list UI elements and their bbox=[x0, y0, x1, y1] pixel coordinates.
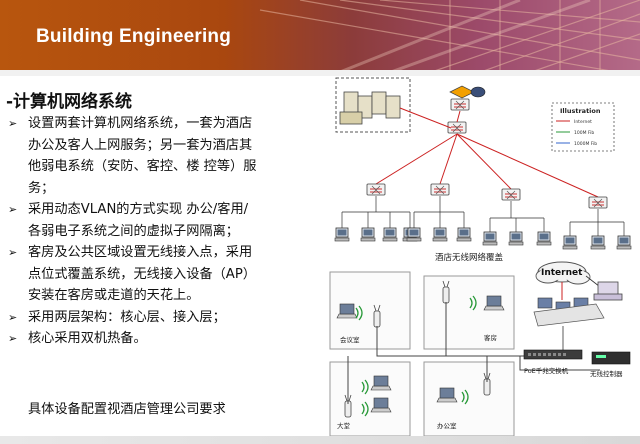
bullet-item: ➢ 设置两套计算机网络系统，一套为酒店办公及客人上网服务；另一套为酒店其他弱电系统… bbox=[6, 113, 284, 199]
laptop-icon bbox=[436, 387, 458, 403]
bullet-line: 核心采用双机热备。 bbox=[28, 331, 147, 346]
banner-structure-graphic bbox=[259, 0, 640, 76]
pc-icon bbox=[536, 231, 552, 246]
pc-icon bbox=[616, 235, 632, 250]
laptop-icon bbox=[370, 397, 392, 413]
bullet-item: ➢ 客房及公共区域设置无线接入点，采用点位式覆盖系统，无线接入设备（AP） 安装在客… bbox=[6, 242, 284, 307]
bullet-line: 他弱电系统（安防、客控、楼 控等）服 bbox=[28, 159, 257, 174]
arrow-bullet-icon: ➢ bbox=[8, 117, 18, 130]
internet-label: Internet bbox=[541, 268, 583, 278]
pc-icon bbox=[334, 227, 350, 242]
room-label: 客房 bbox=[484, 333, 497, 342]
server-icon bbox=[593, 281, 623, 301]
pc-icon bbox=[508, 231, 524, 246]
bullet-line: 务； bbox=[28, 180, 55, 196]
laptop-icon bbox=[370, 375, 392, 391]
laptop-icon bbox=[336, 303, 358, 319]
bullet-item: ➢ 核心采用双机热备。 bbox=[6, 328, 284, 350]
bullet-line: 采用动态VLAN的方式实现 办公/客用/ bbox=[28, 202, 249, 217]
footnote-text: 具体设备配置视酒店管理公司要求 bbox=[28, 402, 226, 417]
pc-icon bbox=[432, 227, 448, 242]
access-switch-icon bbox=[366, 183, 386, 196]
access-switch-icon bbox=[501, 188, 521, 201]
header-banner: Building Engineering bbox=[0, 0, 640, 76]
room-guest bbox=[423, 275, 515, 350]
arrow-bullet-icon: ➢ bbox=[8, 203, 18, 216]
fiber-links bbox=[375, 107, 599, 198]
pc-icon bbox=[456, 227, 472, 242]
server-group-box bbox=[335, 77, 411, 133]
bullet-item: ➢ 采用两层架构：核心层、接入层； bbox=[6, 307, 284, 329]
bullet-line: 点位式覆盖系统，无线接入设备（AP） bbox=[28, 266, 256, 282]
section-title: -计算机网络系统 bbox=[6, 92, 133, 112]
legend-item: 1000M Fib bbox=[574, 141, 597, 147]
bullet-item: ➢ 采用动态VLAN的方式实现 办公/客用/各弱电子系统之间的虚拟子网隔离； bbox=[6, 199, 284, 242]
bullet-line: 设置两套计算机网络系统，一套为酒店 bbox=[28, 116, 253, 131]
room-label: 办公室 bbox=[437, 421, 457, 430]
room-label: 会议室 bbox=[340, 335, 360, 344]
legend-title: Illustration bbox=[560, 107, 601, 115]
ethernet-cables bbox=[341, 196, 625, 236]
wireless-controller-icon bbox=[591, 351, 631, 365]
wireless-controller-label: 无线控制器 bbox=[590, 369, 623, 378]
bullet-line: 办公及客人上网服务；另一套为酒店其 bbox=[28, 137, 253, 153]
bullet-line: 采用两层架构：核心层、接入层； bbox=[28, 309, 226, 325]
access-switch-icon bbox=[430, 183, 450, 196]
banner-title: Building Engineering bbox=[36, 26, 232, 47]
poe-switch-icon bbox=[523, 349, 583, 360]
pc-icon bbox=[590, 235, 606, 250]
pc-icon bbox=[482, 231, 498, 246]
bullet-line: 客房及公共区域设置无线接入点，采用 bbox=[28, 245, 253, 260]
workstation-icon bbox=[533, 297, 605, 327]
bullet-line: 安装在客房或走道的天花上。 bbox=[28, 288, 200, 303]
laptop-icon bbox=[483, 295, 505, 311]
server-rack-icon bbox=[339, 91, 401, 125]
core-switch-icon bbox=[450, 98, 470, 111]
footer-bar bbox=[0, 436, 640, 444]
pc-icon bbox=[406, 227, 422, 242]
poe-switch-label: PoE千兆交换机 bbox=[524, 366, 569, 375]
legend-item: Internet bbox=[574, 119, 592, 125]
access-switch-icon bbox=[588, 196, 608, 209]
banner-divider bbox=[0, 70, 640, 76]
room-lobby bbox=[329, 361, 411, 437]
pc-icon bbox=[562, 235, 578, 250]
legend: Illustration Internet 100M Fib 1000M Fib bbox=[551, 102, 615, 152]
bullet-line: 各弱电子系统之间的虚拟子网隔离； bbox=[28, 223, 239, 239]
arrow-bullet-icon: ➢ bbox=[8, 332, 18, 345]
legend-item: 100M Fib bbox=[574, 130, 594, 136]
floorplan: 会议室 客房 大堂 办公室 bbox=[329, 271, 600, 437]
internet-cloud-icon bbox=[535, 261, 591, 285]
bullet-list: ➢ 设置两套计算机网络系统，一套为酒店办公及客人上网服务；另一套为酒店其他弱电系统… bbox=[6, 113, 284, 350]
pc-icon bbox=[360, 227, 376, 242]
arrow-bullet-icon: ➢ bbox=[8, 310, 18, 324]
room-label: 大堂 bbox=[337, 421, 351, 430]
pc-icon bbox=[382, 227, 398, 242]
router-icon bbox=[449, 85, 486, 99]
diagram-caption: 酒店无线网络覆盖 bbox=[435, 252, 504, 263]
arrow-bullet-icon: ➢ bbox=[8, 246, 18, 259]
